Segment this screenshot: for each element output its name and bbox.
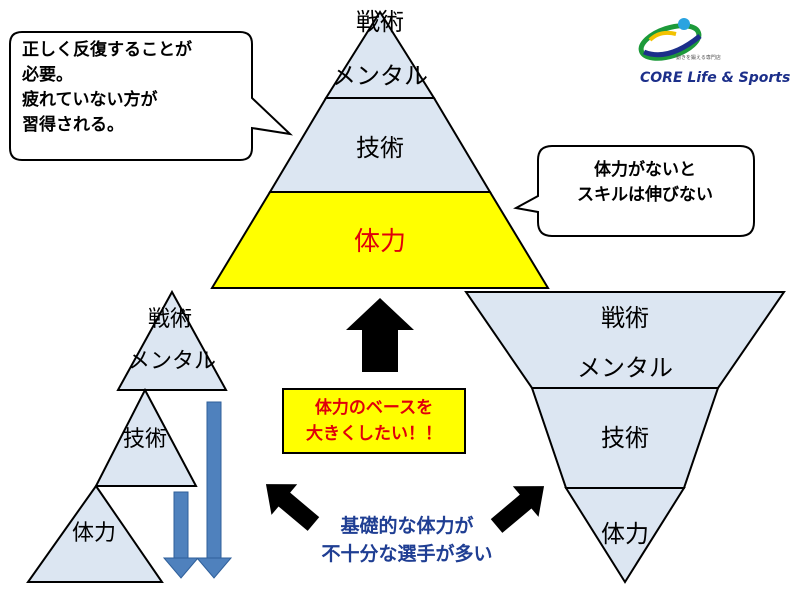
left-label-mental: メンタル	[128, 349, 216, 374]
right-pyramid-tier-tairyoku	[564, 487, 686, 584]
down-arrow-short	[162, 491, 200, 579]
logo-name: CORE Life & Sports	[640, 70, 791, 86]
center-message-line: 大きくしたい！！	[306, 424, 442, 444]
top-pyramid-tier-tairyoku	[210, 191, 550, 289]
center-message-line: 体力のベースを	[314, 398, 434, 418]
left-pyramid-tier-senjutsu-mental	[116, 289, 228, 391]
callout-left: 正しく反復することが 必要。 疲れていない方が 習得される。	[22, 38, 242, 138]
callout-right-line: 体力がないと	[594, 160, 696, 180]
left-label-tairyoku: 体力	[72, 521, 116, 546]
arrow-up-right-icon	[490, 486, 545, 533]
right-pyramid: 戦術 メンタル 技術 体力	[464, 291, 786, 584]
callout-left-line: 習得される。	[22, 115, 124, 135]
callout-left-line: 疲れていない方が	[22, 90, 158, 110]
down-arrow-long	[195, 401, 233, 579]
core-logo-icon	[638, 18, 702, 61]
callout-left-line: 必要。	[22, 65, 73, 85]
left-pyramid-tier-tairyoku	[26, 484, 164, 583]
center-message-box: 体力のベースを 大きくしたい！！	[282, 388, 466, 454]
right-label-senjutsu: 戦術	[601, 304, 649, 332]
arrow-up-left-icon	[265, 484, 320, 531]
bottom-message: 基礎的な体力が 不十分な選手が多い	[292, 512, 522, 568]
top-label-mental: メンタル	[332, 62, 428, 90]
top-label-gijutsu: 技術	[356, 134, 404, 162]
right-label-tairyoku: 体力	[601, 520, 649, 548]
left-pyramid: 戦術 メンタル 技術 体力	[26, 289, 228, 583]
left-pyramid-tier-gijutsu	[94, 387, 198, 487]
left-label-senjutsu: 戦術	[148, 307, 192, 332]
up-arrow-icon	[346, 298, 414, 372]
callout-right-line: スキルは伸びない	[577, 185, 713, 205]
top-label-senjutsu: 戦術	[356, 8, 404, 36]
callout-right: 体力がないと スキルは伸びない	[550, 158, 740, 208]
right-label-mental: メンタル	[577, 354, 673, 382]
left-label-gijutsu: 技術	[123, 427, 167, 452]
callout-left-line: 正しく反復することが	[22, 40, 192, 60]
bottom-message-line: 不十分な選手が多い	[321, 543, 493, 565]
top-pyramid: 戦術 メンタル 技術 体力	[210, 8, 550, 289]
bottom-message-line: 基礎的な体力が	[340, 515, 474, 537]
top-label-tairyoku: 体力	[354, 227, 406, 257]
right-label-gijutsu: 技術	[601, 424, 649, 452]
logo-tagline: 動きを鍛える専門店	[676, 55, 721, 61]
